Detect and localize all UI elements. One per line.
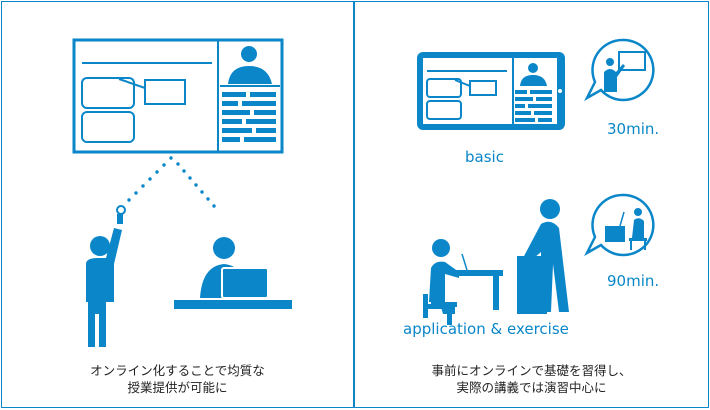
flipped-classroom-illustration (417, 38, 655, 325)
basic-label: basic (465, 148, 504, 166)
studying-student-figure (423, 239, 503, 325)
lecture-illustration (72, 38, 292, 347)
right-caption-line2: 実際の講義では演習中心に (456, 380, 607, 395)
application-label: application & exercise (403, 320, 569, 338)
projection-dots (127, 156, 216, 208)
left-caption-line2: 授業提供が可能に (127, 380, 228, 395)
right-caption-line1: 事前にオンラインで基礎を習得し、 (431, 363, 632, 378)
application-duration: 90min. (607, 272, 660, 290)
presentation-screen (72, 38, 284, 154)
right-panel: basic 30min. 90min. application & exerci… (354, 1, 709, 408)
left-panel: オンライン化することで均質な 授業提供が可能に (1, 1, 354, 408)
tablet-device (417, 52, 565, 130)
student-figure (174, 237, 292, 309)
lecture-bubble-icon (584, 38, 655, 102)
exercise-bubble-icon (584, 193, 655, 257)
teacher-figure (86, 205, 126, 347)
left-caption-line1: オンライン化することで均質な (90, 363, 265, 378)
basic-duration: 30min. (607, 120, 660, 138)
instructor-figure (517, 199, 569, 314)
